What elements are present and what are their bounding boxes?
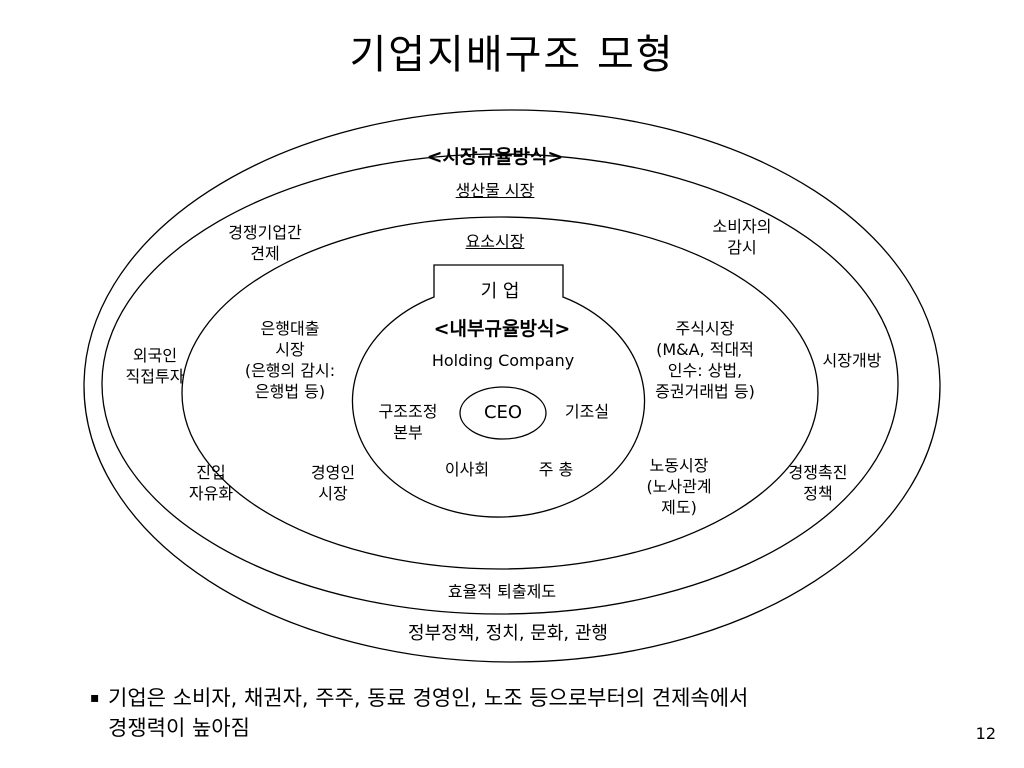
page-title: 기업지배구조 모형 (349, 32, 675, 78)
manager-market-label: 경영인 시장 (310, 463, 356, 503)
planning-office-label: 기조실 (564, 402, 610, 421)
board-label: 이사회 (444, 460, 490, 479)
government-policy-label: 정부정책, 정치, 문화, 관행 (408, 623, 608, 644)
labor-market-label: 노동시장 (노사관계 제도) (646, 456, 712, 517)
market-discipline-heading: <시장규율방식> (426, 146, 564, 168)
competition-label: 경쟁기업간 견제 (228, 223, 302, 263)
competition-promotion-label: 경쟁촉진 정책 (788, 463, 848, 503)
ceo-ellipse (459, 386, 547, 440)
bank-loan-market-label: 은행대출 시장 (은행의 감시: 은행법 등) (244, 319, 336, 401)
firm-label: 기 업 (480, 281, 520, 302)
middle-ellipse (181, 216, 819, 570)
entry-liberalization-label: 진입 자유화 (188, 463, 234, 503)
page-number: 12 (975, 724, 996, 743)
restructuring-hq-label: 구조조정 본부 (378, 402, 438, 442)
shareholders-meeting-label: 주 총 (538, 460, 574, 479)
second-ellipse (101, 153, 899, 615)
fdi-label: 외국인 직접투자 (125, 346, 185, 386)
factor-market-label: 요소시장 (465, 232, 525, 251)
stock-market-label: 주식시장 (M&A, 적대적 인수: 상법, 증권거래법 등) (655, 319, 755, 401)
internal-discipline-heading: <내부규율방식> (433, 318, 571, 340)
holding-company-label: Holding Company (431, 351, 575, 370)
consumer-monitoring-label: 소비자의 감시 (712, 217, 772, 257)
bullet-icon: ▪ (90, 690, 100, 706)
outer-ellipse (83, 109, 941, 663)
efficient-exit-label: 효율적 퇴출제도 (447, 582, 557, 601)
ceo-label: CEO (483, 402, 523, 423)
product-market-label: 생산물 시장 (455, 181, 535, 200)
summary-text: 기업은 소비자, 채권자, 주주, 동료 경영인, 노조 등으로부터의 견제속에… (108, 686, 749, 740)
market-opening-label: 시장개방 (822, 351, 882, 370)
